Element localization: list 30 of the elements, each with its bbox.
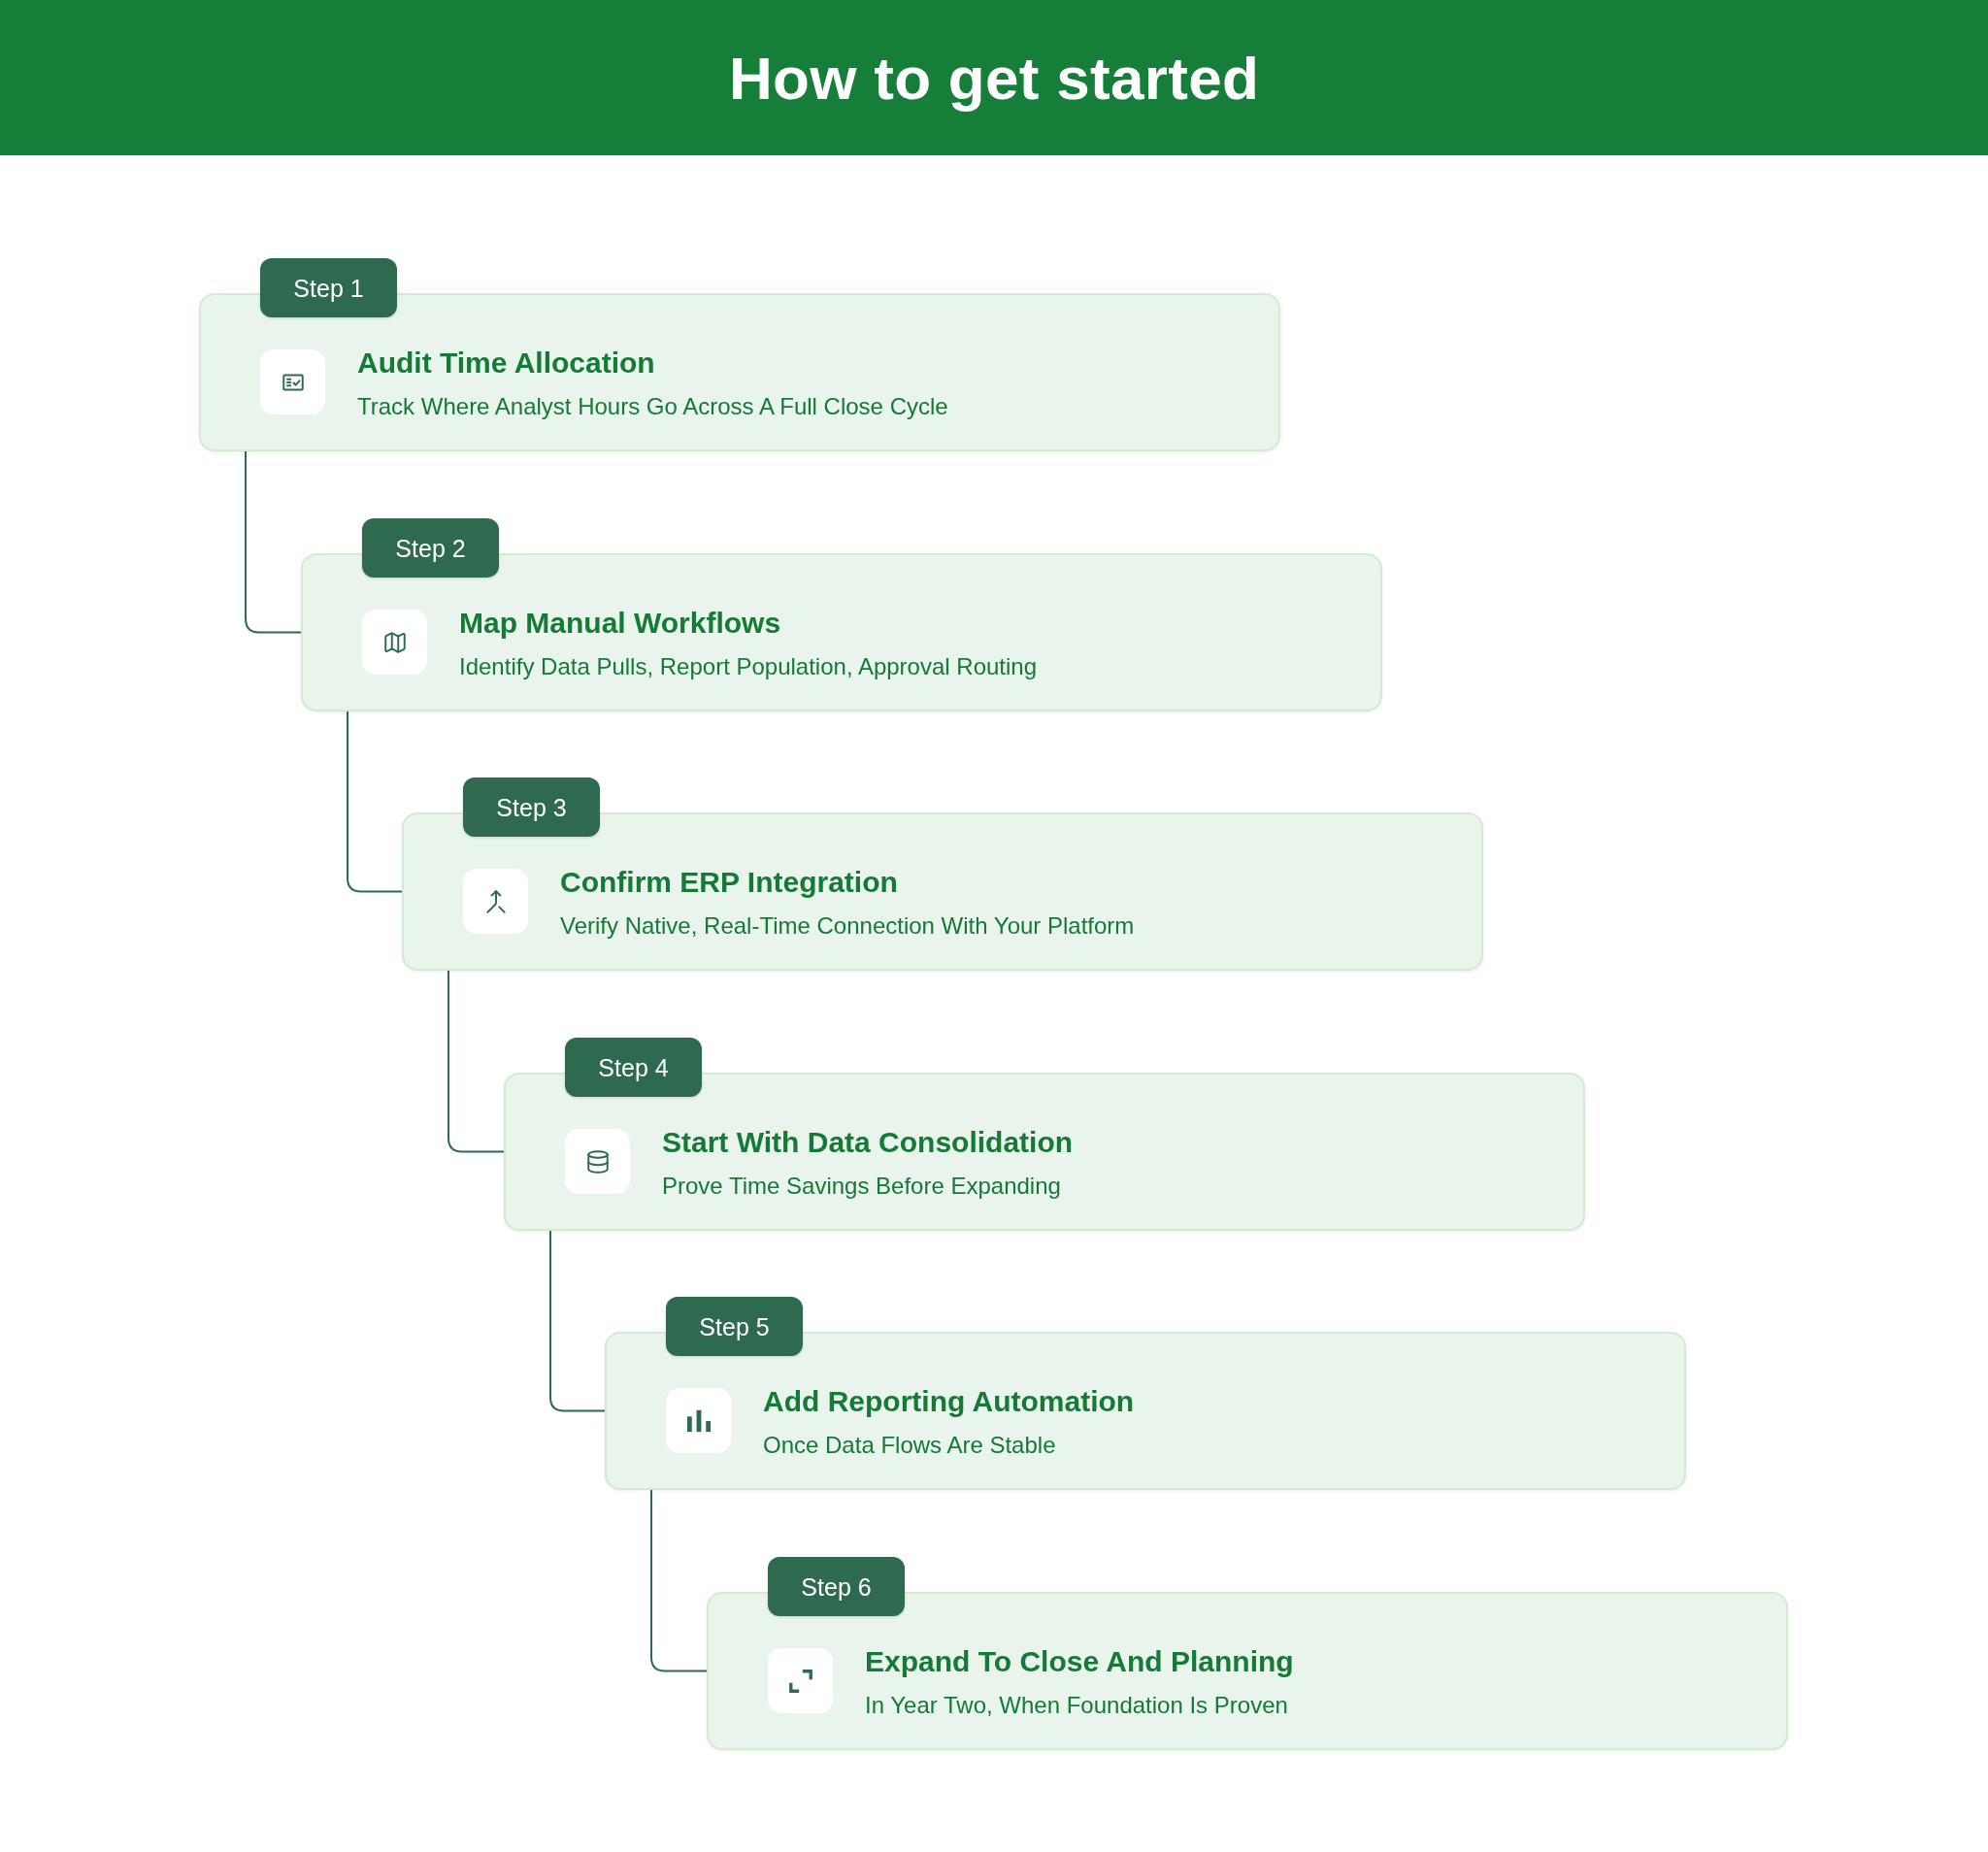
step-badge (362, 518, 499, 578)
step-title: Add Reporting Automation (763, 1384, 1135, 1419)
step-description: Track Where Analyst Hours Go Across A Full Close Cycle (357, 392, 948, 421)
step-title: Map Manual Workflows (459, 606, 781, 641)
step-description: Identify Data Pulls, Report Population, Approval Routing (459, 652, 1038, 681)
step-label: Step 5 (699, 1311, 770, 1341)
step-label: Step 6 (801, 1571, 872, 1602)
step-title: Expand To Close And Planning (865, 1644, 1294, 1679)
step-label: Step 3 (496, 792, 567, 822)
step-description: Prove Time Savings Before Expanding (662, 1172, 1061, 1201)
step-label: Step 1 (293, 273, 364, 303)
step-badge (565, 1038, 702, 1097)
step-description: In Year Two, When Foundation Is Proven (865, 1691, 1288, 1720)
step-badge (260, 258, 397, 317)
step-title: Audit Time Allocation (357, 346, 655, 380)
step-description: Verify Native, Real-Time Connection With Your Platform (560, 911, 1135, 941)
page-title: How to get started (728, 43, 1260, 113)
step-badge (463, 777, 600, 837)
connector-line (650, 1489, 708, 1672)
step-badge (768, 1557, 905, 1616)
step-label: Step 4 (598, 1052, 669, 1082)
connector-line (245, 450, 302, 634)
step-badge (666, 1297, 803, 1356)
step-label: Step 2 (395, 533, 466, 563)
connector-line (549, 1230, 606, 1412)
step-description: Once Data Flows Are Stable (763, 1431, 1056, 1460)
step-title: Start With Data Consolidation (662, 1125, 1074, 1160)
step-title: Confirm ERP Integration (560, 865, 898, 900)
connector-line (447, 970, 505, 1153)
connector-line (347, 711, 403, 893)
